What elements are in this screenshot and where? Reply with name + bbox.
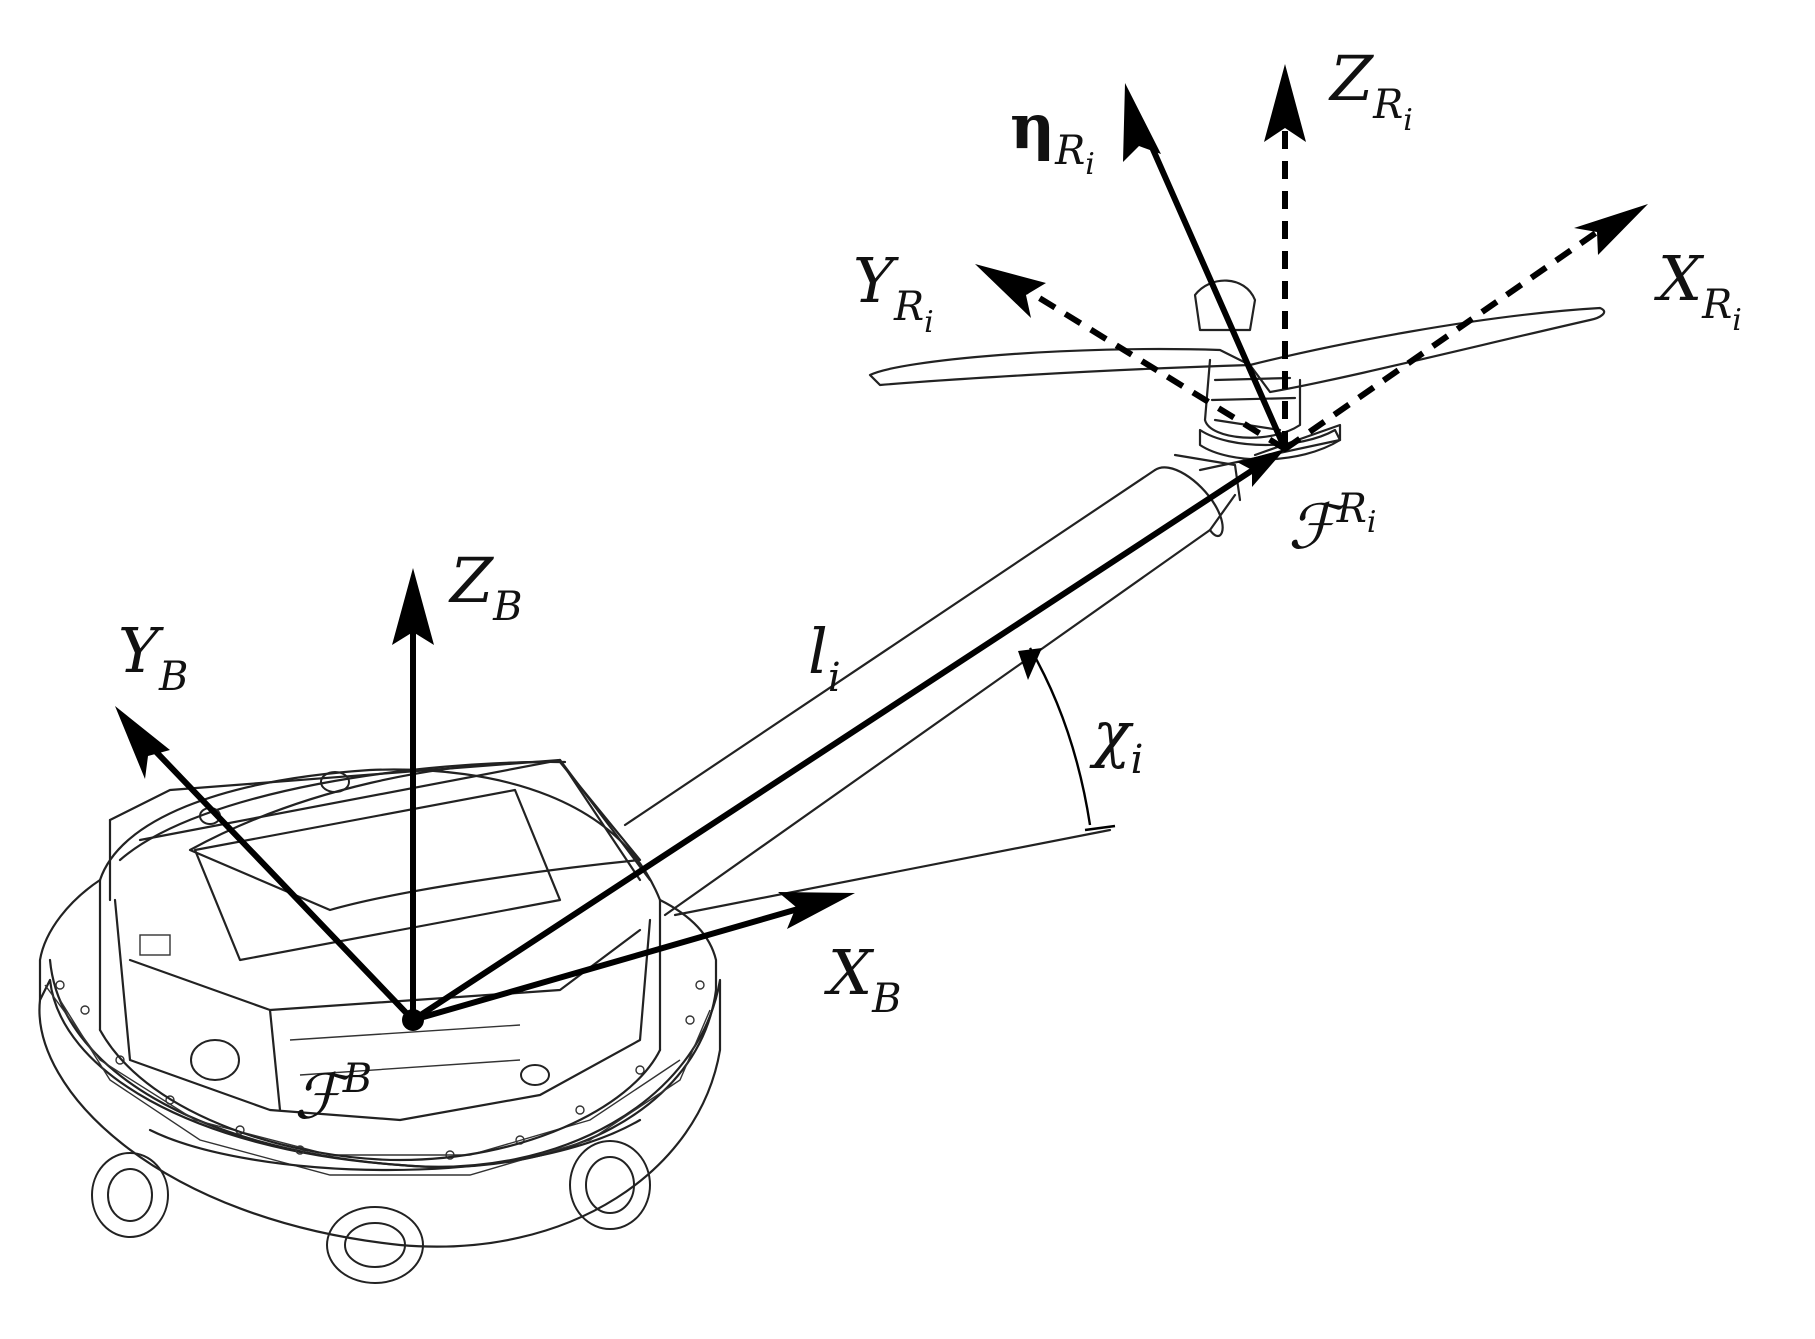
- eta-r-arrowhead: [1123, 83, 1161, 162]
- tilt-angle-arc: [673, 647, 1116, 917]
- x-r-axis: [1283, 227, 1602, 452]
- label-frame-b: ℱB: [294, 1056, 372, 1133]
- label-y-r: YRi: [853, 244, 934, 340]
- z-b-arrowhead: [392, 568, 434, 645]
- arm-tube-drawing: [623, 423, 1342, 917]
- diagram-labels: YB ZB XB ℱB li χi ηRi ZRi YRi XRi ℱRi: [118, 42, 1742, 1133]
- rotor-frame-axes: [975, 64, 1648, 452]
- x-r-arrowhead: [1574, 204, 1648, 255]
- y-b-arrowhead: [115, 706, 170, 779]
- label-z-r: ZRi: [1328, 42, 1413, 138]
- label-x-r: XRi: [1654, 242, 1742, 338]
- label-x-b: XB: [824, 936, 902, 1022]
- body-frame-origin: [402, 1009, 424, 1031]
- x-b-axis: [410, 904, 808, 1023]
- z-r-arrowhead: [1264, 64, 1306, 142]
- label-tilt-angle: χi: [1089, 697, 1143, 783]
- eta-r-axis: [1137, 117, 1288, 452]
- y-b-axis: [137, 732, 416, 1023]
- x-b-arrowhead: [778, 892, 855, 929]
- y-r-arrowhead: [975, 264, 1046, 318]
- robot-body-drawing: [38, 758, 722, 1284]
- label-arm-length: li: [808, 615, 841, 701]
- label-eta-r: ηRi: [1010, 90, 1095, 182]
- propeller-motor-drawing: [868, 279, 1606, 461]
- arm-vector: [410, 461, 1265, 1023]
- label-y-b: YB: [118, 614, 188, 700]
- label-z-b: ZB: [448, 544, 523, 630]
- body-frame-axes: [115, 449, 1285, 1031]
- arm-vector-arrowhead: [1237, 449, 1285, 487]
- y-r-axis: [1013, 280, 1287, 452]
- label-frame-r: ℱRi: [1288, 486, 1376, 563]
